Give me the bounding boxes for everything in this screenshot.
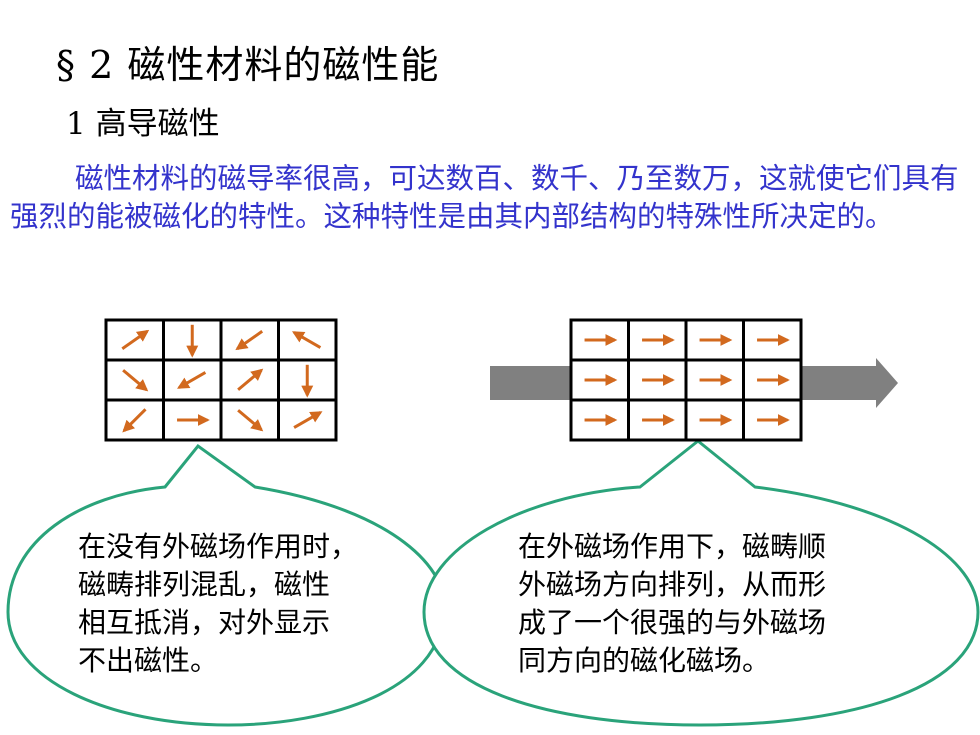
speech-bubble-left <box>6 443 446 727</box>
domain-arrow <box>122 369 149 392</box>
domain-arrow <box>237 368 264 391</box>
bubble-text-right: 在外磁场作用下，磁畴顺 外磁场方向排列，从而形 成了一个很强的与外磁场 同方向的… <box>518 528 898 680</box>
domain-arrow <box>235 330 264 351</box>
random-domain-grid <box>104 318 338 442</box>
bubble-line: 成了一个很强的与外磁场 <box>518 606 827 639</box>
domain-arrow <box>237 409 264 432</box>
bubble-line: 磁畴排列混乱，磁性 <box>78 568 331 601</box>
bubble-line: 同方向的磁化磁场。 <box>518 644 771 677</box>
bubble-line: 外磁场方向排列，从而形 <box>518 568 827 601</box>
bubble-line: 相互抵消，对外显示 <box>78 606 331 639</box>
domain-arrow <box>293 411 323 429</box>
domain-arrow <box>121 329 150 350</box>
body-paragraph: 磁性材料的磁导率很高，可达数百、数千、乃至数万，这就使它们具有强烈的能被磁化的特… <box>10 162 959 233</box>
domain-arrow <box>122 408 147 433</box>
section-heading: 1 高导磁性 <box>66 106 220 142</box>
bubble-line: 在没有外磁场作用时， <box>78 530 359 563</box>
bubble-text-left: 在没有外磁场作用时， 磁畴排列混乱，磁性 相互抵消，对外显示 不出磁性。 <box>78 528 408 680</box>
speech-bubble-right <box>422 439 980 727</box>
domain-arrow <box>177 371 207 389</box>
bubble-line: 在外磁场作用下，磁畴顺 <box>518 530 827 563</box>
aligned-domain-grid <box>569 318 803 442</box>
slide-title: § 2 磁性材料的磁性能 <box>56 43 440 87</box>
bubble-line: 不出磁性。 <box>78 644 219 677</box>
domain-arrow <box>292 331 322 349</box>
